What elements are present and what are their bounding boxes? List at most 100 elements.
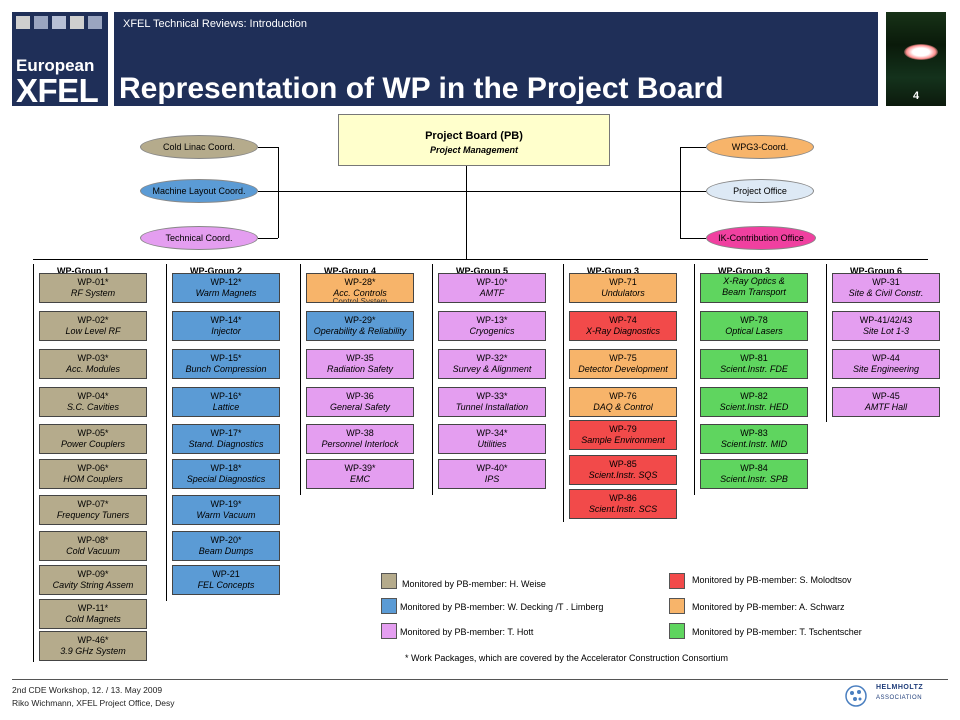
work-package-number: WP-33* bbox=[476, 391, 508, 401]
work-package-name: FEL Concepts bbox=[197, 580, 255, 590]
work-package-name: Beam Dumps bbox=[198, 546, 254, 556]
work-package-name: Scient.Instr. SCS bbox=[588, 504, 658, 514]
work-package-number: WP-45 bbox=[872, 391, 900, 401]
desy-logo-icon bbox=[845, 685, 867, 707]
wp-group-header: WP-Group 4 bbox=[324, 266, 376, 276]
work-package-name: AMTF Hall bbox=[864, 402, 908, 412]
role-project-office: Project Office bbox=[706, 179, 814, 203]
work-package-name: Scient.Instr. SQS bbox=[588, 470, 658, 480]
work-package-box: WP-19*Warm Vacuum bbox=[172, 495, 280, 525]
work-package-name: IPS bbox=[484, 474, 500, 484]
work-package-name: Cavity String Assem bbox=[52, 580, 134, 590]
work-package-number: WP-40* bbox=[476, 463, 508, 473]
work-package-name: Cold Vacuum bbox=[66, 546, 120, 556]
work-package-number: WP-75 bbox=[609, 353, 637, 363]
work-package-name: Sample Environment bbox=[581, 435, 665, 445]
work-package-number: WP-05* bbox=[77, 428, 109, 438]
work-package-name: Cryogenics bbox=[469, 326, 515, 336]
work-package-number: WP-32* bbox=[476, 353, 508, 363]
role-ik-contribution-office: IK-Contribution Office bbox=[706, 226, 816, 250]
work-package-number: WP-21 bbox=[212, 569, 240, 579]
work-package-box: WP-10*AMTF bbox=[438, 273, 546, 303]
work-package-name: Scient.Instr. HED bbox=[719, 402, 789, 412]
work-package-name: Operability & Reliability bbox=[313, 326, 407, 336]
role-cold-linac-coord: Cold Linac Coord. bbox=[140, 135, 258, 159]
work-package-name: Scient.Instr. SPB bbox=[720, 474, 788, 484]
work-package-number: WP-04* bbox=[77, 391, 109, 401]
work-package-name: EMC bbox=[350, 474, 370, 484]
work-package-name: Cold Magnets bbox=[65, 614, 121, 624]
work-package-name: Frequency Tuners bbox=[56, 510, 130, 520]
legend-swatch-molodtsov bbox=[669, 573, 685, 589]
legend-swatch-decking bbox=[381, 598, 397, 614]
work-package-name: Survey & Alignment bbox=[452, 364, 532, 374]
project-board-box: Project Board (PB) Project Management bbox=[338, 114, 610, 166]
work-package-number: WP-34* bbox=[476, 428, 508, 438]
work-package-box: WP-29*Operability & Reliability bbox=[306, 311, 414, 341]
work-package-number: WP-13* bbox=[476, 315, 508, 325]
header-band: XFEL Technical Reviews: Introduction Rep… bbox=[114, 12, 878, 106]
work-package-number: WP-74 bbox=[609, 315, 637, 325]
role-technical-coord: Technical Coord. bbox=[140, 226, 258, 250]
wp-group-header: WP-Group 3 bbox=[587, 266, 639, 276]
work-package-number: WP-84 bbox=[740, 463, 768, 473]
work-package-name: Detector Development bbox=[578, 364, 668, 374]
work-package-number: WP-19* bbox=[210, 499, 242, 509]
work-package-name: Optical Lasers bbox=[725, 326, 783, 336]
wp-group-header: WP-Group 1 bbox=[57, 266, 109, 276]
work-package-number: WP-76 bbox=[609, 391, 637, 401]
legend-label-tschentscher: Monitored by PB-member: T. Tschentscher bbox=[692, 627, 862, 637]
work-package-name: Utilities bbox=[477, 439, 507, 449]
work-package-name: Warm Vacuum bbox=[196, 510, 256, 520]
work-package-number: WP-29* bbox=[344, 315, 376, 325]
work-package-number: WP-15* bbox=[210, 353, 242, 363]
work-package-name: Undulators bbox=[601, 288, 645, 298]
legend-label-schwarz: Monitored by PB-member: A. Schwarz bbox=[692, 602, 845, 612]
light-flare-image bbox=[904, 44, 938, 60]
work-package-number: WP-16* bbox=[210, 391, 242, 401]
work-package-name: Bunch Compression bbox=[185, 364, 267, 374]
legend-swatch-tschentscher bbox=[669, 623, 685, 639]
helmholtz-wordmark: HELMHOLTZ bbox=[876, 684, 924, 691]
work-package-number: WP-07* bbox=[77, 499, 109, 509]
wp-group-header: WP-Group 2 bbox=[190, 266, 242, 276]
work-package-number: WP-12* bbox=[210, 277, 242, 287]
work-package-number: WP-81 bbox=[740, 353, 768, 363]
work-package-name: HOM Couplers bbox=[63, 474, 123, 484]
work-package-name: Injector bbox=[211, 326, 241, 336]
legend-label-hott: Monitored by PB-member: T. Hott bbox=[400, 627, 534, 637]
work-package-number: WP-79 bbox=[609, 424, 637, 434]
work-package-name: AMTF bbox=[479, 288, 505, 298]
work-package-box: WP-01*RF System bbox=[39, 273, 147, 303]
work-package-name: Site Engineering bbox=[852, 364, 920, 374]
work-package-box: WP-46*3.9 GHz System bbox=[39, 631, 147, 661]
work-package-number: WP-03* bbox=[77, 353, 109, 363]
work-package-box: WP-13*Cryogenics bbox=[438, 311, 546, 341]
work-package-name: Acc. Modules bbox=[65, 364, 121, 374]
work-package-name: Lattice bbox=[212, 402, 240, 412]
work-package-box: WP-33*Tunnel Installation bbox=[438, 387, 546, 417]
work-package-box: X-Ray Optics &Beam Transport bbox=[700, 273, 808, 303]
work-package-box: WP-03*Acc. Modules bbox=[39, 349, 147, 379]
work-package-name: Low Level RF bbox=[65, 326, 121, 336]
work-package-box: WP-20*Beam Dumps bbox=[172, 531, 280, 561]
page-title: Representation of WP in the Project Boar… bbox=[119, 72, 724, 105]
work-package-box: WP-02*Low Level RF bbox=[39, 311, 147, 341]
role-machine-layout-coord: Machine Layout Coord. bbox=[140, 179, 258, 203]
work-package-box: WP-18*Special Diagnostics bbox=[172, 459, 280, 489]
work-package-number: WP-09* bbox=[77, 569, 109, 579]
work-package-number: WP-46* bbox=[77, 635, 109, 645]
work-package-number: WP-31 bbox=[872, 277, 900, 287]
legend-label-molodtsov: Monitored by PB-member: S. Molodtsov bbox=[692, 575, 852, 585]
work-package-name: Site & Civil Constr. bbox=[848, 288, 924, 298]
helmholtz-logo: HELMHOLTZ ASSOCIATION bbox=[876, 684, 923, 701]
